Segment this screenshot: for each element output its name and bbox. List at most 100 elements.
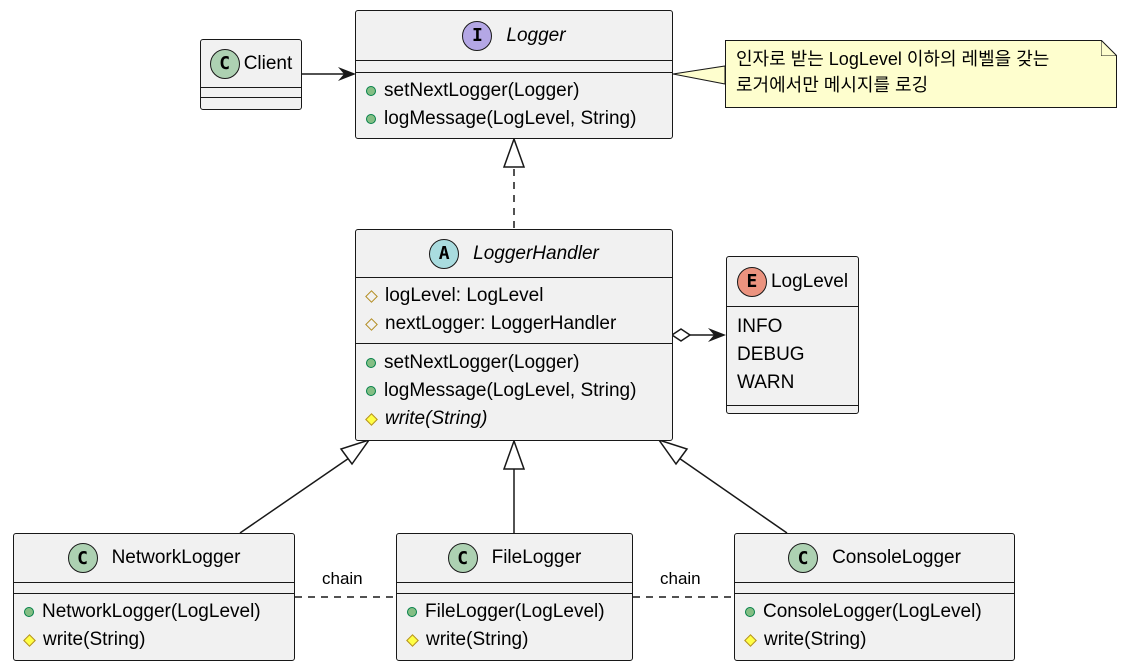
method-row: FileLogger(LogLevel) (397, 598, 632, 626)
note-line-2: 로거에서만 메시지를 로깅 (736, 75, 929, 95)
public-icon (745, 607, 755, 617)
file-logger-header: C FileLogger (397, 534, 632, 583)
method-label: NetworkLogger(LogLevel) (42, 601, 261, 622)
public-icon (366, 386, 376, 396)
method-label: write(String) (426, 629, 529, 650)
console-logger-class[interactable]: C ConsoleLogger ConsoleLogger(LogLevel) … (734, 533, 1015, 661)
note-fold-icon (1101, 40, 1117, 56)
method-row: ConsoleLogger(LogLevel) (735, 598, 1014, 626)
enum-value: DEBUG (737, 344, 805, 365)
file-inherit-arrowhead (502, 438, 526, 470)
method-label: setNextLogger(Logger) (384, 352, 580, 373)
enum-value: WARN (737, 372, 795, 393)
fields-section (397, 583, 632, 594)
class-badge-icon: C (209, 48, 240, 79)
console-logger-header: C ConsoleLogger (735, 534, 1014, 583)
method-row: write(String) (397, 626, 632, 654)
public-icon (366, 86, 376, 96)
class-name: LoggerHandler (473, 242, 599, 264)
methods-section (727, 406, 858, 416)
abstract-badge-icon: A (429, 238, 460, 269)
method-row: NetworkLogger(LogLevel) (14, 598, 294, 626)
method-row: setNextLogger(Logger) (356, 349, 672, 377)
enum-badge-icon: E (736, 266, 767, 297)
field-label: nextLogger: LoggerHandler (385, 313, 617, 334)
method-row: logMessage(LogLevel, String) (356, 105, 672, 133)
protected-method-icon (365, 412, 378, 426)
loglevel-enum[interactable]: E LogLevel INFO DEBUG WARN (726, 256, 859, 414)
chain-label-1: chain (322, 569, 363, 588)
class-badge-icon: C (447, 543, 478, 573)
methods-section: ConsoleLogger(LogLevel) write(String) (735, 594, 1014, 654)
method-label: setNextLogger(Logger) (384, 80, 580, 101)
protected-icon (365, 317, 378, 331)
aggregation-arrowhead (708, 328, 726, 342)
file-logger-class[interactable]: C FileLogger FileLogger(LogLevel) write(… (396, 533, 633, 661)
method-row: write(String) (14, 626, 294, 654)
aggregation-diamond (670, 328, 692, 342)
note-line-1: 인자로 받는 LogLevel 이하의 레벨을 갖는 (736, 49, 1050, 69)
chain-label-2: chain (660, 569, 701, 588)
method-label: logMessage(LogLevel, String) (384, 380, 637, 401)
enum-name: LogLevel (770, 270, 849, 292)
public-icon (366, 358, 376, 368)
public-icon (24, 607, 34, 617)
public-icon (366, 114, 376, 124)
method-row: logMessage(LogLevel, String) (356, 377, 672, 405)
client-class[interactable]: C Client (200, 39, 302, 110)
client-arrowhead (338, 67, 356, 81)
fields-section (14, 583, 294, 594)
method-label: write(String) (385, 408, 488, 429)
method-row: write(String) (735, 626, 1014, 654)
interface-badge-icon: I (462, 20, 493, 51)
class-name: FileLogger (491, 547, 582, 568)
logger-interface[interactable]: I Logger setNextLogger(Logger) logMessag… (355, 10, 673, 139)
realization-arrowhead (502, 136, 526, 168)
method-label: ConsoleLogger(LogLevel) (763, 601, 982, 622)
network-inherit-arrowhead (339, 438, 371, 466)
enum-value: INFO (737, 316, 783, 337)
public-icon (407, 607, 417, 617)
protected-method-icon (744, 633, 757, 647)
protected-method-icon (406, 633, 419, 647)
console-inherit-line (675, 455, 788, 534)
field-row: nextLogger: LoggerHandler (356, 310, 672, 338)
class-name: ConsoleLogger (832, 547, 961, 568)
fields-section (201, 88, 301, 98)
method-label: FileLogger(LogLevel) (425, 601, 605, 622)
field-row: logLevel: LogLevel (356, 282, 672, 310)
loglevel-header: E LogLevel (727, 257, 858, 307)
method-row: setNextLogger(Logger) (356, 77, 672, 105)
class-badge-icon: C (788, 543, 819, 573)
values-section: INFO DEBUG WARN (727, 307, 858, 406)
fields-section (735, 583, 1014, 594)
field-label: logLevel: LogLevel (385, 285, 544, 306)
protected-method-icon (23, 633, 36, 647)
methods-section: setNextLogger(Logger) logMessage(LogLeve… (356, 73, 672, 133)
client-header: C Client (201, 40, 301, 88)
fields-section: logLevel: LogLevel nextLogger: LoggerHan… (356, 278, 672, 344)
class-badge-icon: C (67, 543, 98, 573)
interface-name: Logger (506, 24, 566, 46)
network-logger-class[interactable]: C NetworkLogger NetworkLogger(LogLevel) … (13, 533, 295, 661)
note: 인자로 받는 LogLevel 이하의 레벨을 갖는 로거에서만 메시지를 로깅 (725, 40, 1117, 108)
protected-icon (365, 289, 378, 303)
class-name: NetworkLogger (111, 547, 241, 568)
logger-handler-header: A LoggerHandler (356, 230, 672, 278)
network-inherit-line (239, 455, 353, 534)
fields-section (356, 61, 672, 73)
method-label: write(String) (764, 629, 867, 650)
methods-section (201, 98, 301, 110)
method-label: logMessage(LogLevel, String) (384, 108, 637, 129)
logger-handler-class[interactable]: A LoggerHandler logLevel: LogLevel nextL… (355, 229, 673, 441)
network-logger-header: C NetworkLogger (14, 534, 294, 583)
console-inherit-arrowhead (657, 438, 689, 466)
method-label: write(String) (43, 629, 146, 650)
note-connector (672, 65, 726, 85)
methods-section: setNextLogger(Logger) logMessage(LogLeve… (356, 344, 672, 433)
methods-section: FileLogger(LogLevel) write(String) (397, 594, 632, 654)
logger-header: I Logger (356, 11, 672, 61)
methods-section: NetworkLogger(LogLevel) write(String) (14, 594, 294, 654)
method-row: write(String) (356, 405, 672, 433)
